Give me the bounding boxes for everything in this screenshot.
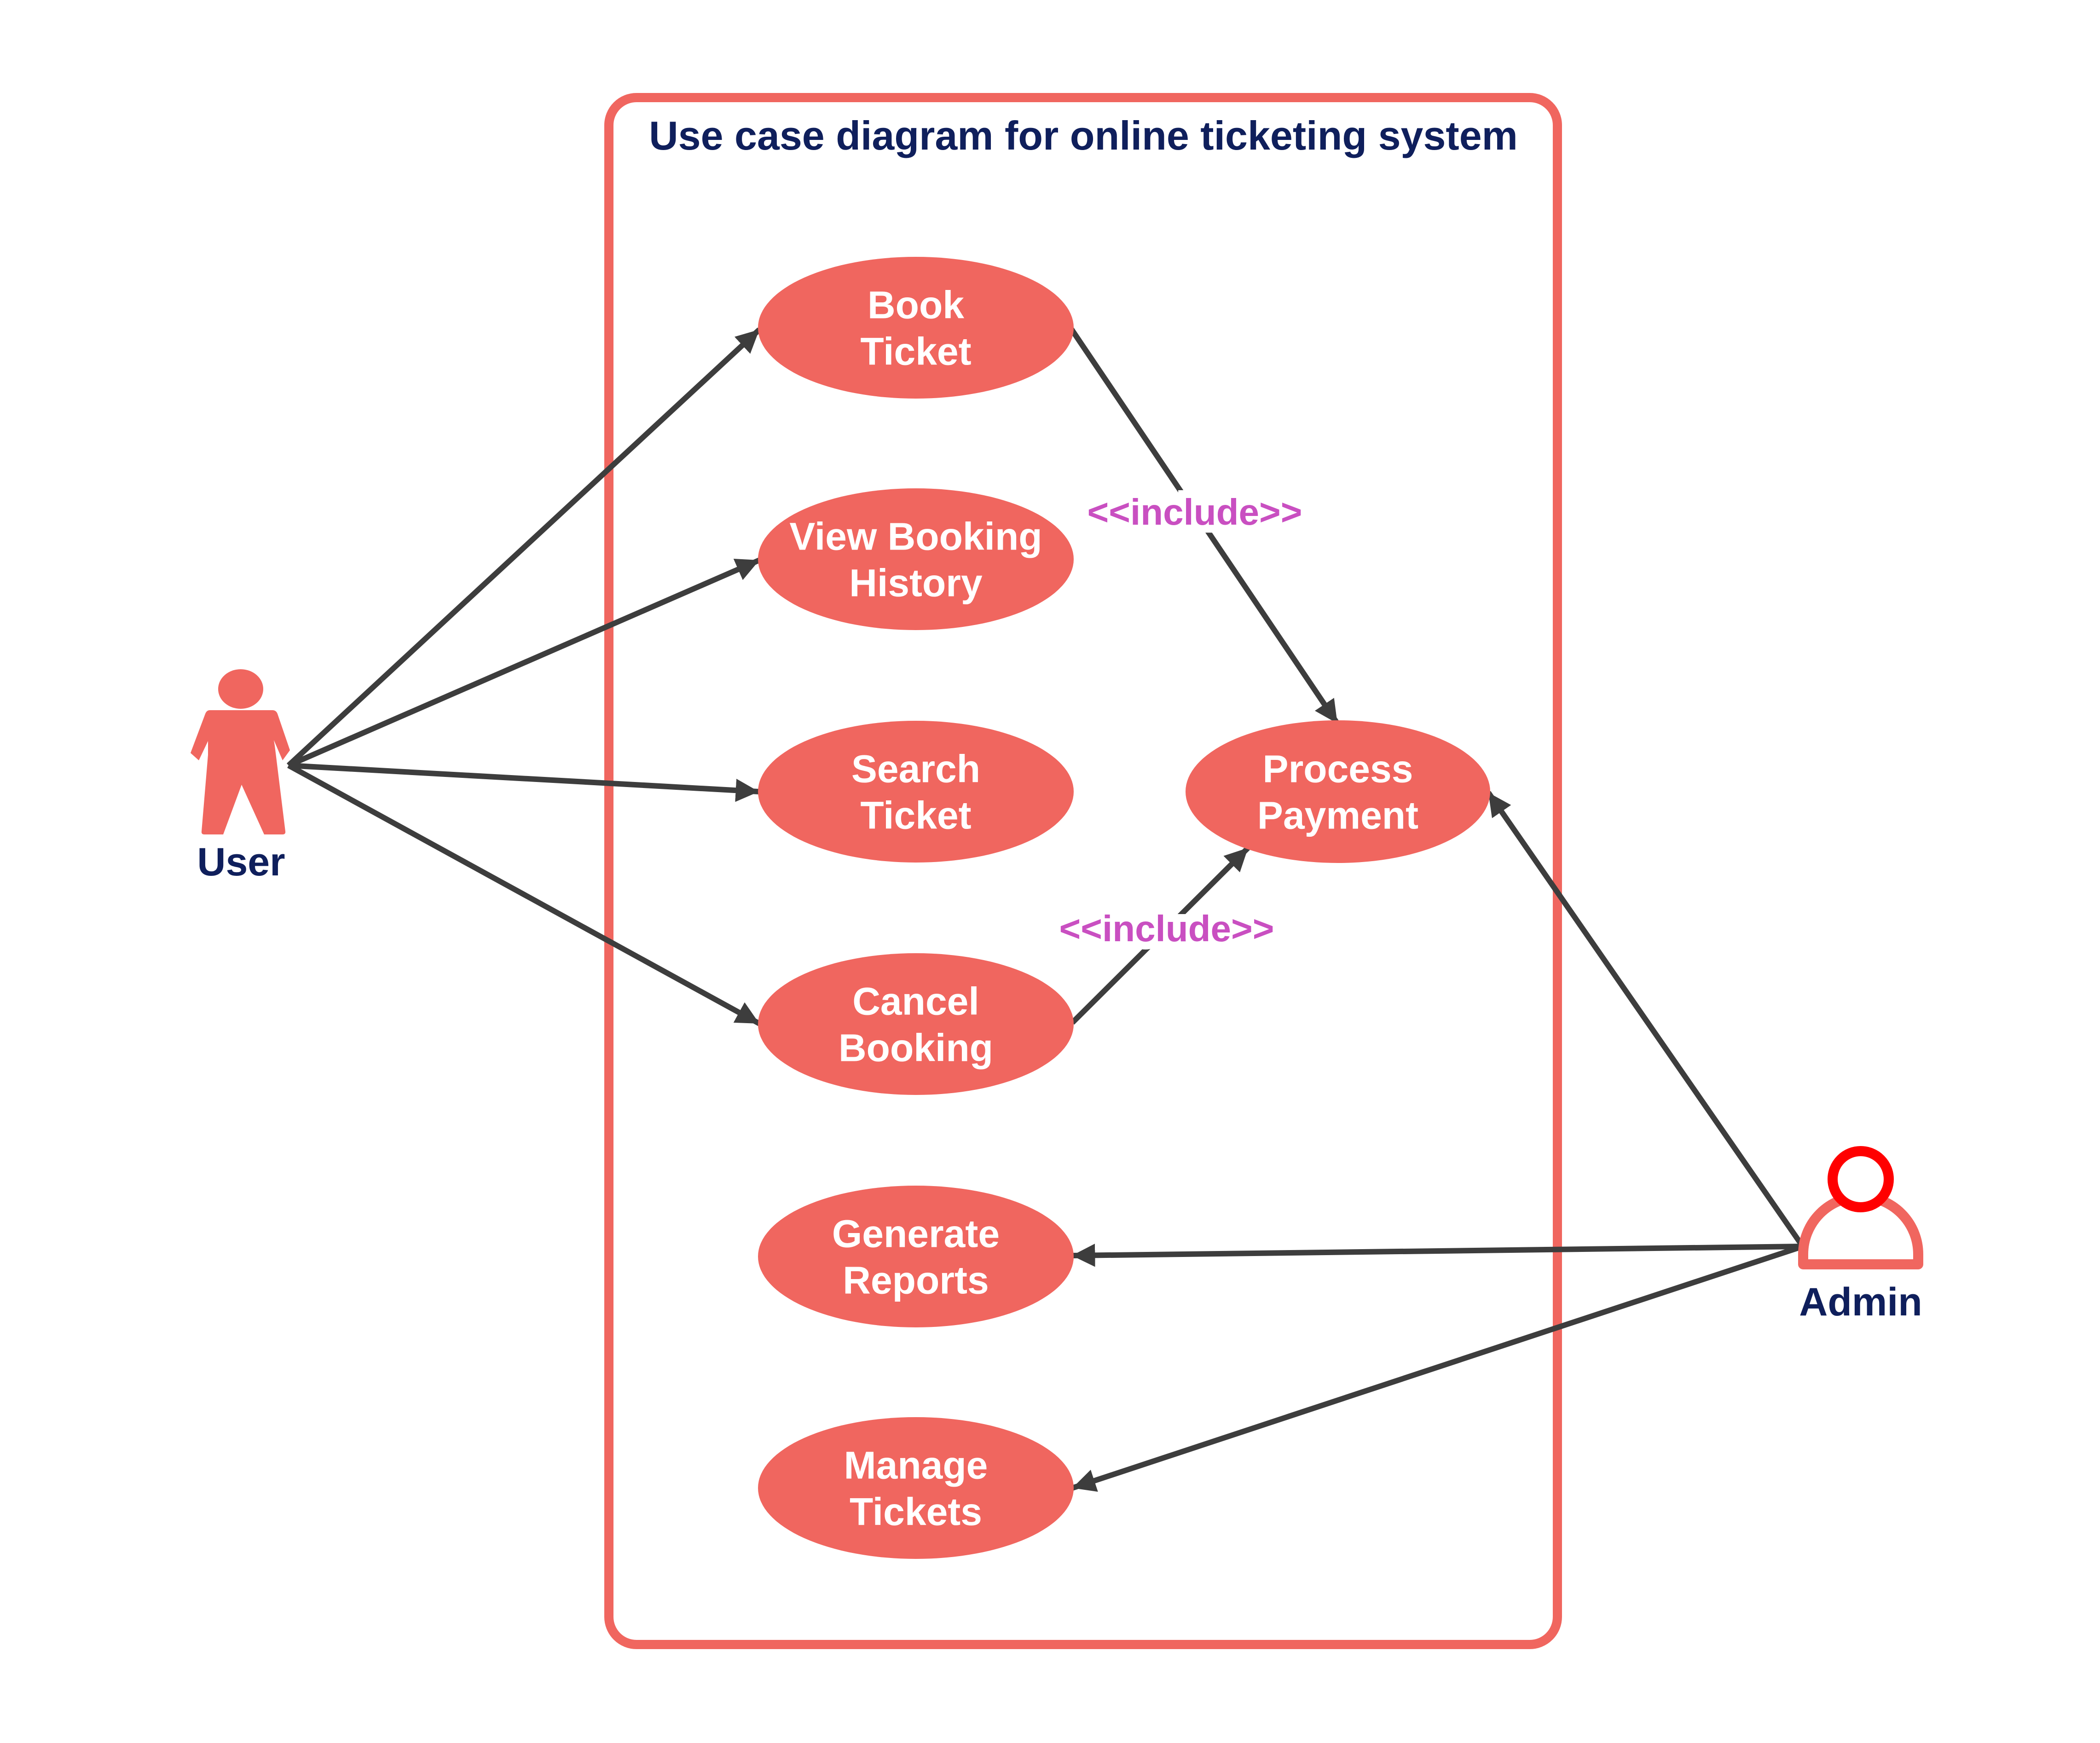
include-labels: <<include>> <<include>> — [1052, 484, 1310, 957]
use-case-label: Payment — [1257, 794, 1418, 837]
use-case-ellipse[interactable] — [758, 1417, 1074, 1559]
use-case-label: Cancel — [852, 980, 979, 1023]
association-connector-user-view_booking_history[interactable] — [287, 557, 761, 768]
use-case-label: Search — [851, 747, 980, 791]
use-case-label: Generate — [832, 1212, 1000, 1256]
actor-label-admin: Admin — [1799, 1280, 1922, 1324]
use-case-label: History — [849, 562, 983, 605]
actor-user[interactable]: User — [191, 669, 290, 884]
use-case-label: View Booking — [789, 515, 1042, 558]
use-case-ellipse[interactable] — [758, 953, 1074, 1095]
use-case-ellipse[interactable] — [758, 1186, 1074, 1327]
association-connector-admin-manage_tickets[interactable] — [1071, 1244, 1804, 1492]
association-connector-user-search_ticket[interactable] — [288, 763, 759, 802]
include-connector-cancel_booking-process_payment[interactable] — [1070, 845, 1250, 1025]
use-case-ellipse[interactable] — [1186, 720, 1490, 863]
actor-label-user: User — [197, 840, 285, 884]
use-case-label: Process — [1263, 747, 1413, 791]
association-connector-admin-generate_reports[interactable] — [1071, 1244, 1803, 1267]
actor-admin[interactable]: Admin — [1798, 1146, 1923, 1324]
use-case-label: Reports — [843, 1259, 989, 1302]
person-outline-icon — [1798, 1146, 1923, 1269]
use-case-ellipse[interactable] — [758, 488, 1074, 630]
use-case-ellipse[interactable] — [758, 257, 1074, 399]
use-case-label: Ticket — [860, 794, 971, 837]
association-connector-user-book_ticket[interactable] — [286, 327, 762, 768]
use-case-label: Book — [868, 284, 964, 327]
use-case-label: Booking — [839, 1026, 993, 1070]
person-solid-icon — [191, 669, 290, 834]
use-case-label: Tickets — [850, 1490, 982, 1534]
diagram-title: Use case diagram for online ticketing sy… — [649, 113, 1518, 158]
include-label: <<include>> — [1059, 908, 1274, 949]
use-case-label: Manage — [844, 1444, 988, 1487]
use-case-label: Ticket — [860, 330, 971, 373]
association-connector-user-cancel_booking[interactable] — [287, 763, 761, 1026]
connectors — [286, 327, 1805, 1492]
use-case-ellipse[interactable] — [758, 721, 1074, 863]
include-connector-book_ticket-process_payment[interactable] — [1069, 327, 1340, 725]
association-connector-admin-process_payment[interactable] — [1486, 791, 1805, 1248]
include-label: <<include>> — [1088, 492, 1302, 533]
system-boundary — [604, 93, 1562, 1649]
